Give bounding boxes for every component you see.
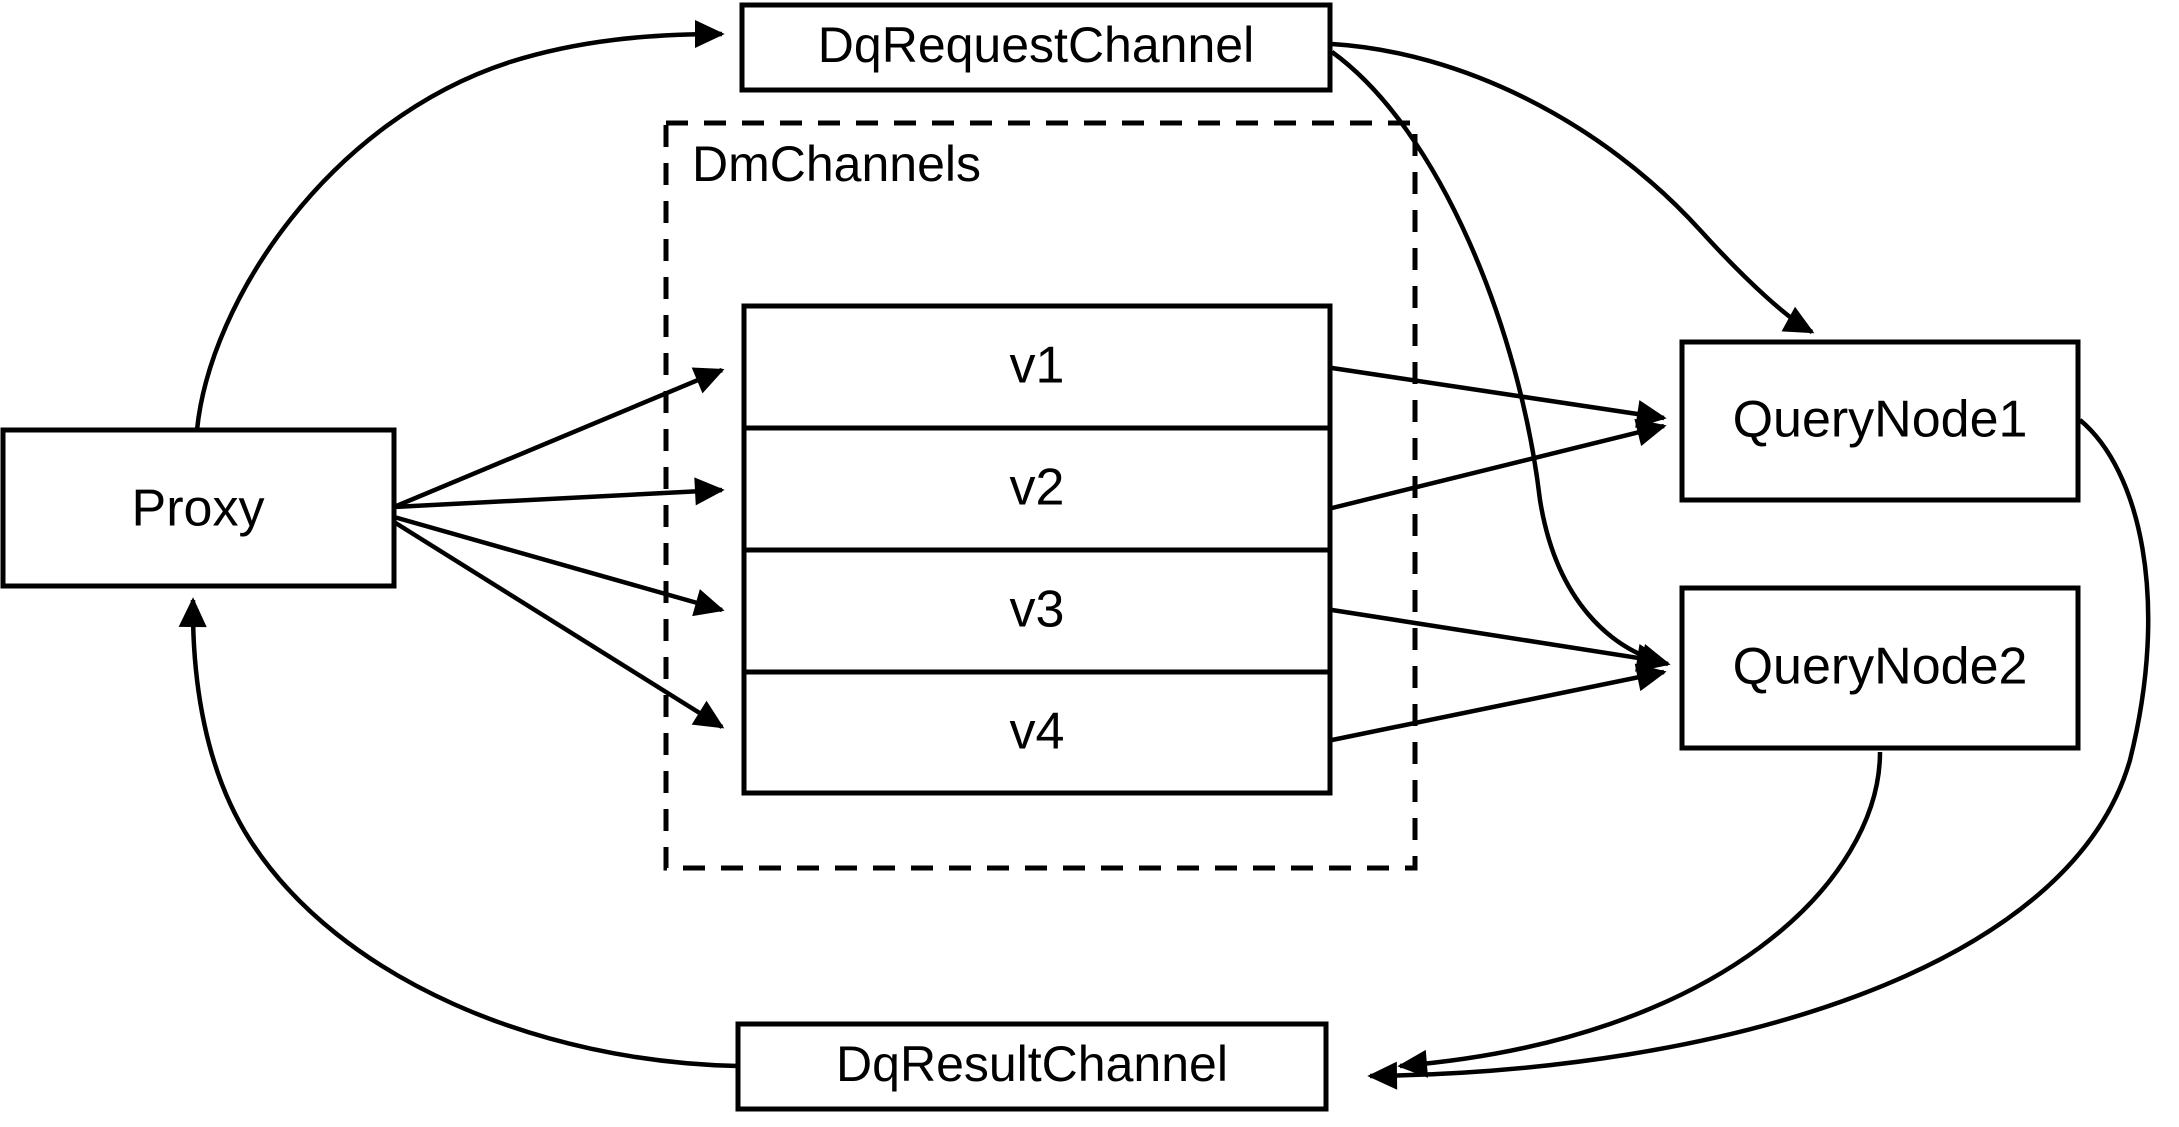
node-dqrequestchannel[interactable] [739, 2, 1333, 93]
edge-dqrequestchannel-to-querynode2 [1330, 50, 1671, 672]
edge-proxy-to-dqrequestchannel [194, 19, 725, 431]
channel-label-v3: v3 [1010, 581, 1065, 639]
node-proxy[interactable] [0, 427, 397, 589]
dmchannels-group-box [663, 120, 1418, 871]
dmchannels-group-label: DmChannels [692, 136, 981, 192]
edge-dqrequestchannel-to-querynode1 [1331, 41, 1815, 334]
edge-v4-to-querynode2 [1331, 663, 1667, 743]
node-querynode2[interactable] [1679, 585, 2081, 751]
node-querynode2-label: QueryNode2 [1733, 638, 2028, 696]
node-dqresultchannel[interactable] [735, 1021, 1329, 1112]
channel-label-v4: v4 [1010, 703, 1065, 761]
node-dqrequestchannel-label: DqRequestChannel [818, 17, 1254, 73]
edge-proxy-to-v3 [393, 514, 725, 617]
edge-proxy-to-v1 [393, 367, 725, 510]
edge-v2-to-querynode1 [1331, 418, 1667, 511]
node-querynode1-label: QueryNode1 [1733, 391, 2028, 449]
edge-dqresultchannel-to-proxy [178, 597, 739, 1069]
node-proxy-label: Proxy [132, 480, 265, 538]
edge-proxy-to-v4 [392, 520, 725, 729]
node-dqresultchannel-label: DqResultChannel [836, 1036, 1228, 1092]
node-querynode1[interactable] [1679, 339, 2081, 503]
channel-label-v2: v2 [1010, 459, 1065, 517]
edge-querynode2-to-dqresultchannel [1397, 751, 1883, 1078]
edge-v3-to-querynode2 [1331, 607, 1667, 672]
edge-proxy-to-v2 [393, 477, 725, 510]
edge-querynode1-to-dqresultchannel [1367, 418, 2151, 1090]
edge-v1-to-querynode1 [1331, 365, 1667, 428]
channel-label-v1: v1 [1010, 337, 1065, 395]
